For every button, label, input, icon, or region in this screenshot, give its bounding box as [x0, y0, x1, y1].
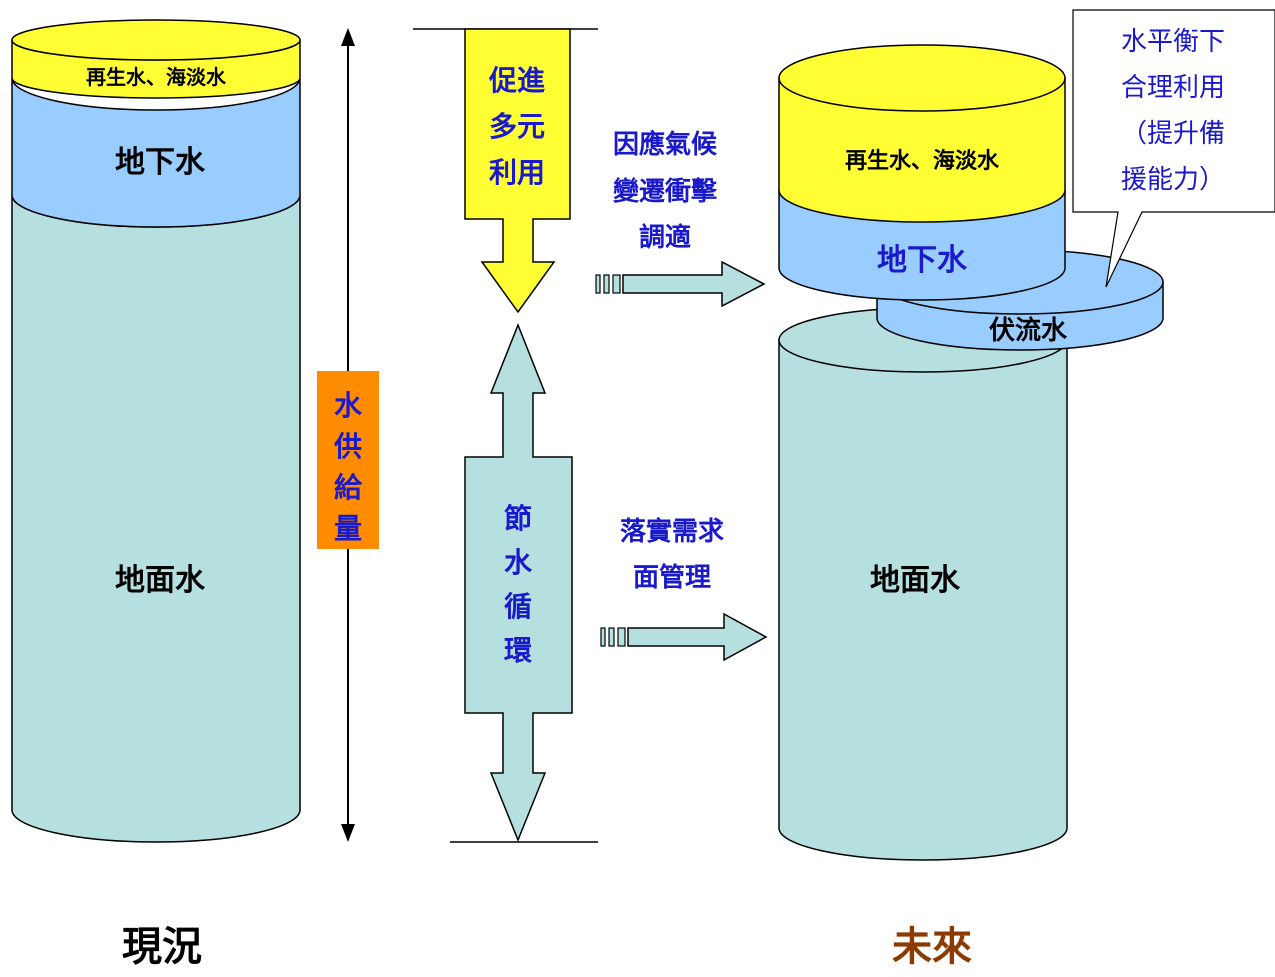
- callout-line: 水平衡下: [1121, 27, 1225, 57]
- current-cylinder-top: [11, 19, 301, 61]
- conservation-label-char: 水: [504, 546, 533, 579]
- supply-label-char: 量: [334, 512, 362, 545]
- current-surface-water-layer: [11, 194, 301, 843]
- supply-label-char: 水: [334, 389, 363, 422]
- demand-text-line: 面管理: [633, 563, 711, 593]
- callout-line: 合理利用: [1121, 73, 1225, 103]
- conservation-label-char: 循: [504, 590, 532, 623]
- future-middle-label: 地下水: [877, 243, 968, 278]
- climate-text-line: 因應氣候: [613, 129, 718, 160]
- current-groundwater-layer: [11, 77, 301, 228]
- conservation-double-arrow: [464, 322, 573, 843]
- supply-label-box: 水 供 給 量: [317, 371, 379, 549]
- demand-text-line: 落實需求: [620, 516, 724, 547]
- callout-line: 援能力）: [1121, 165, 1225, 195]
- current-top-label: 再生水、海淡水: [86, 65, 227, 89]
- future-subsurface-label: 伏流水: [989, 316, 1068, 346]
- current-bottom-label: 地面水: [115, 563, 206, 598]
- climate-adaptation-text: 因應氣候 變遷衝擊 調適: [613, 129, 718, 253]
- demand-management-text: 落實需求 面管理: [620, 516, 724, 593]
- climate-text-line: 變遷衝擊: [613, 176, 718, 207]
- diversify-label-line: 多元: [489, 110, 545, 143]
- demand-right-arrow: [600, 612, 768, 662]
- future-top-label: 再生水、海淡水: [845, 148, 1000, 174]
- supply-label-char: 給: [334, 471, 363, 504]
- future-surface-water-cylinder: 地面水: [778, 307, 1068, 861]
- current-middle-label: 地下水: [115, 145, 206, 180]
- conservation-label-char: 節: [504, 502, 532, 535]
- supply-label-char: 供: [333, 430, 362, 463]
- diversify-down-arrow: [464, 28, 571, 314]
- water-balance-callout: 水平衡下 合理利用 （提升備 援能力）: [1072, 9, 1275, 288]
- current-caption: 現況: [122, 923, 202, 970]
- diversify-label: 促進 多元 利用: [488, 64, 545, 189]
- diversify-label-line: 利用: [489, 156, 545, 189]
- current-cylinder: 再生水、海淡水 地下水 地面水: [11, 19, 301, 843]
- climate-right-arrow: [595, 260, 766, 308]
- future-caption: 未來: [892, 923, 972, 970]
- climate-text-line: 調適: [639, 222, 691, 253]
- conservation-label-char: 環: [504, 634, 533, 667]
- future-cylinder-top: [778, 44, 1066, 112]
- future-bottom-label: 地面水: [870, 563, 961, 598]
- future-upper-cylinder: 再生水、海淡水 地下水: [778, 44, 1066, 301]
- conservation-label: 節 水 循 環: [504, 502, 533, 667]
- diversify-label-line: 促進: [488, 64, 545, 97]
- callout-line: （提升備: [1121, 119, 1225, 149]
- future-reclaimed-water-layer: [778, 77, 1066, 223]
